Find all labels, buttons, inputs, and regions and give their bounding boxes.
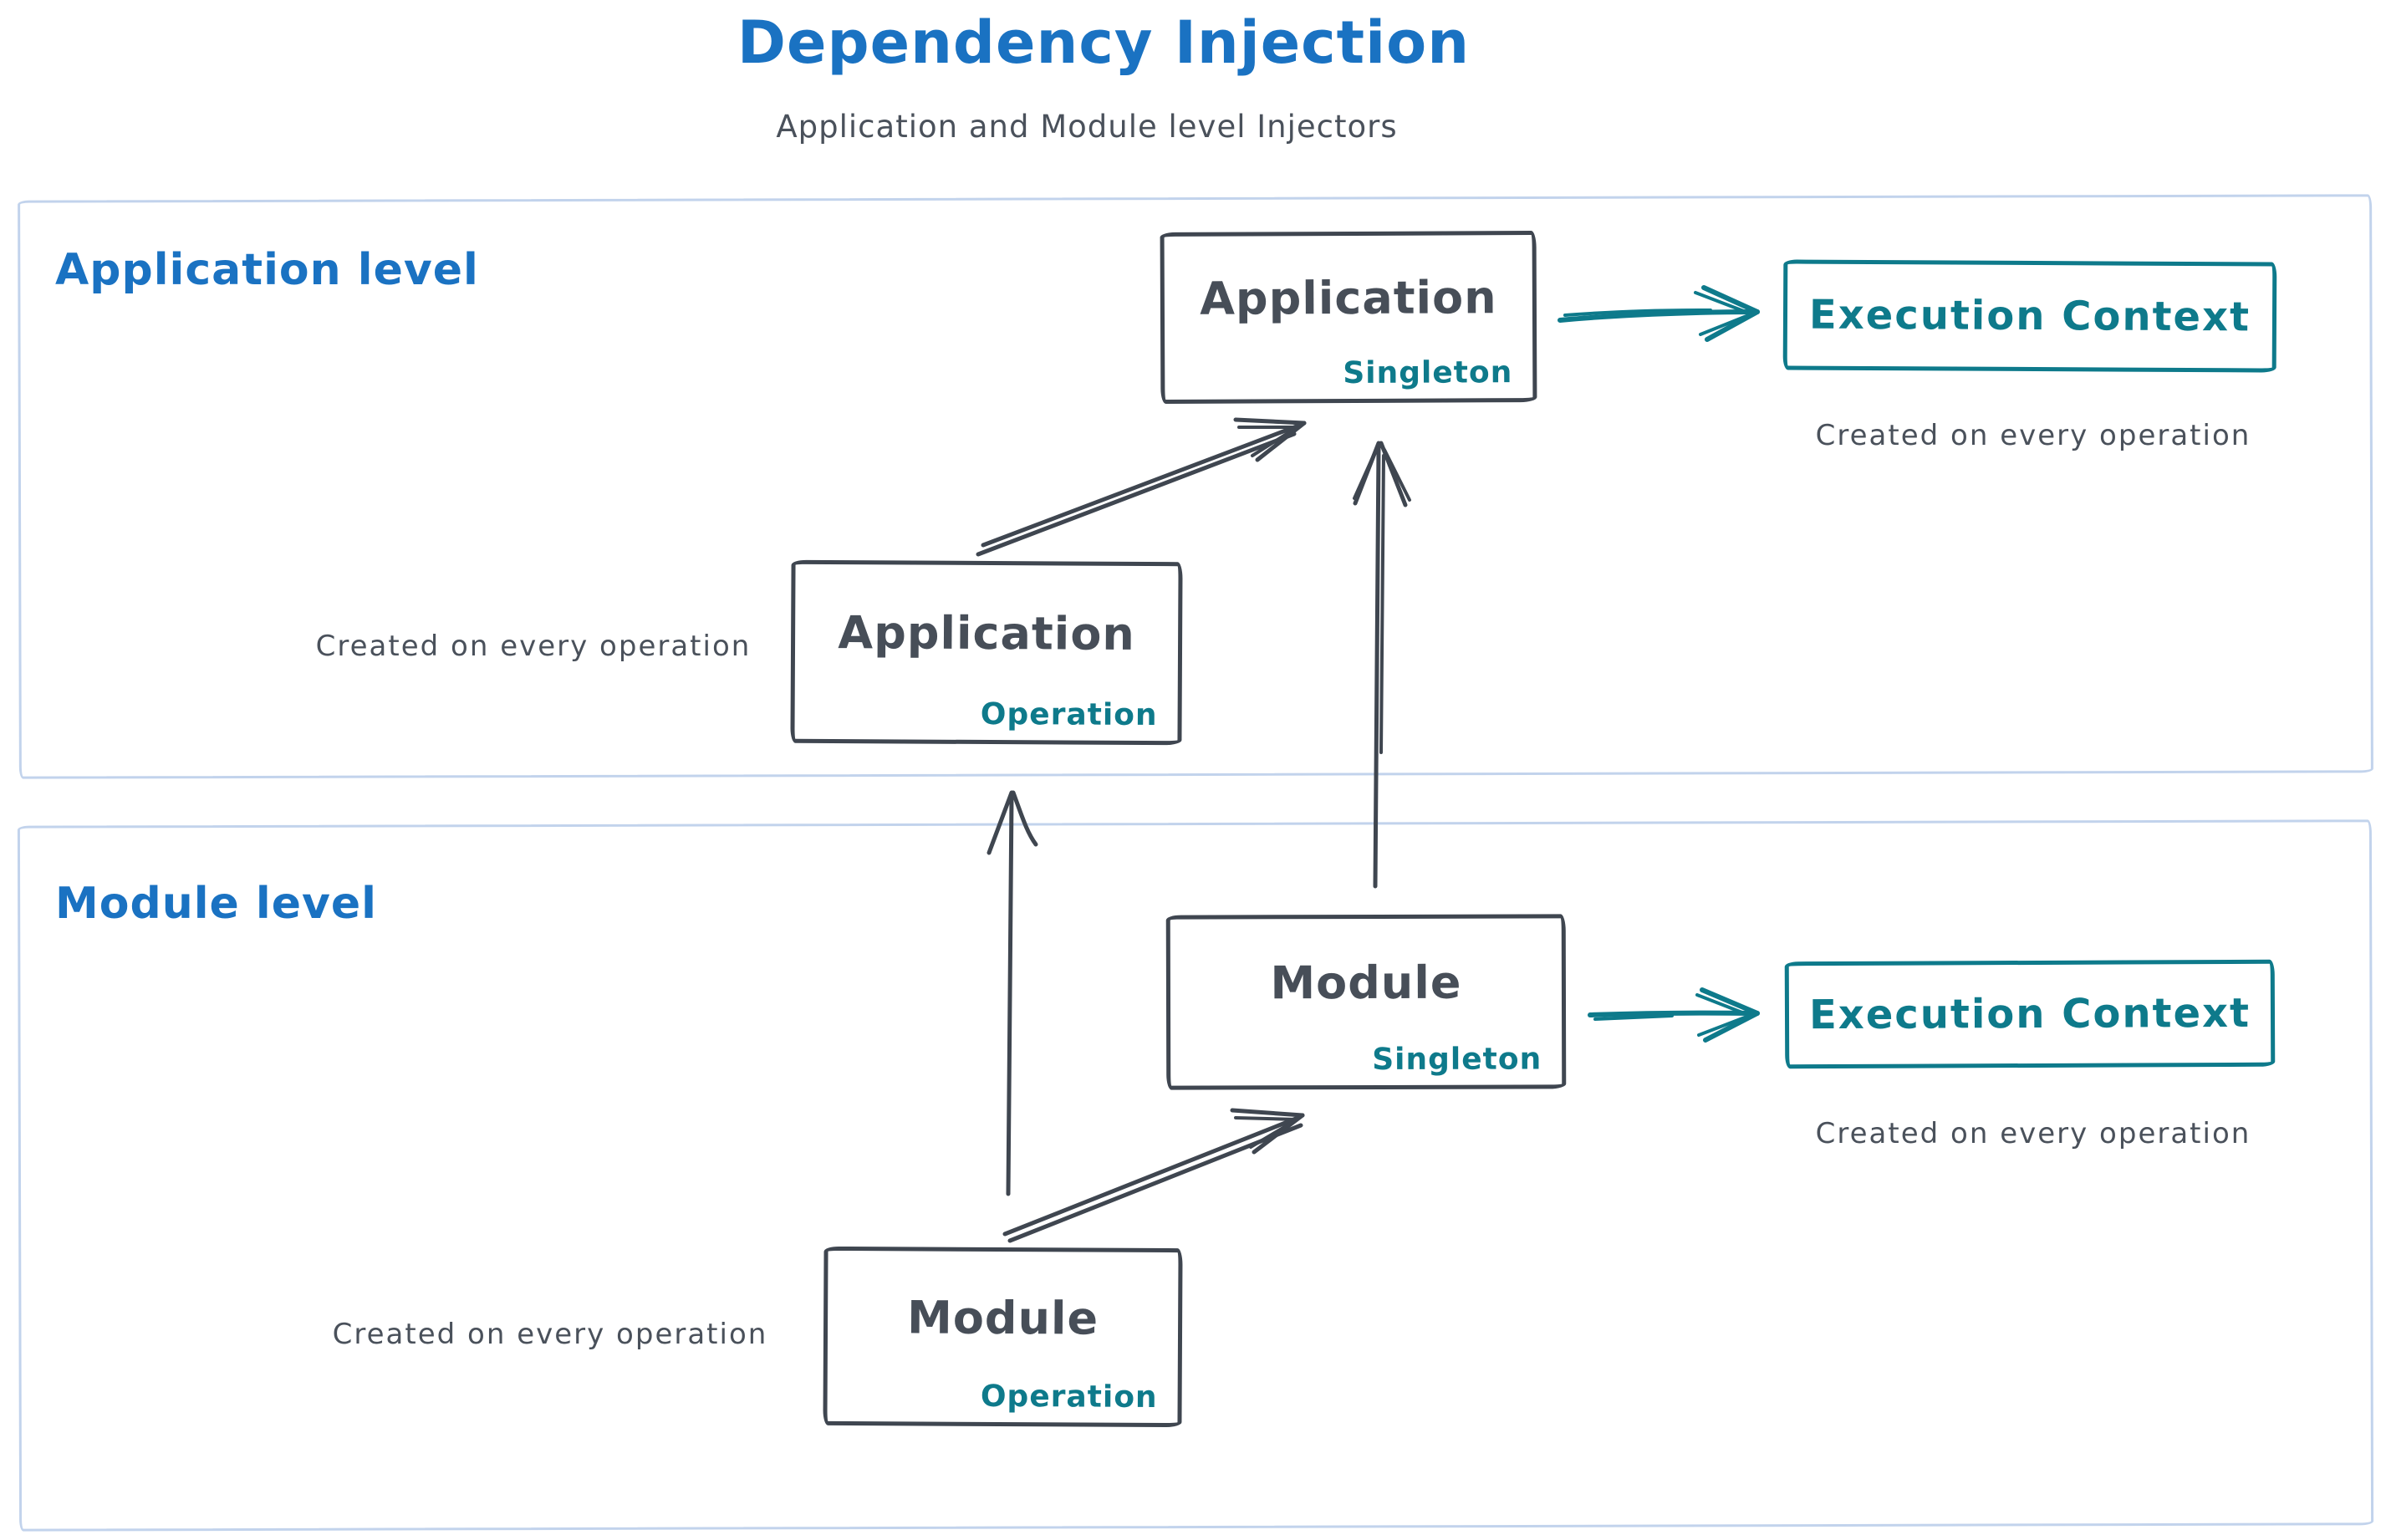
application-execution-context-box: Execution Context (1782, 259, 2277, 373)
application-operation-box: Application Operation (790, 559, 1183, 746)
module-level-label: Module level (55, 879, 377, 929)
application-operation-note: Created on every operation (315, 630, 752, 663)
module-operation-box: Module Operation (823, 1246, 1183, 1428)
application-execution-context-label: Execution Context (1808, 291, 2251, 341)
module-singleton-box: Module Singleton (1165, 914, 1567, 1090)
application-execution-note: Created on every operation (1815, 419, 2251, 452)
module-execution-context-label: Execution Context (1808, 989, 2251, 1039)
page-title: Dependency Injection (737, 8, 1471, 77)
module-execution-note: Created on every operation (1815, 1117, 2251, 1150)
application-operation-label: Application (838, 606, 1136, 660)
application-operation-scope: Operation (980, 696, 1158, 733)
module-operation-scope: Operation (980, 1379, 1158, 1415)
module-execution-context-box: Execution Context (1784, 959, 2276, 1069)
module-operation-label: Module (906, 1290, 1099, 1345)
application-singleton-scope: Singleton (1343, 355, 1513, 391)
application-singleton-box: Application Singleton (1160, 231, 1537, 404)
application-singleton-label: Application (1200, 271, 1497, 325)
module-singleton-scope: Singleton (1372, 1042, 1542, 1077)
page-subtitle: Application and Module level Injectors (776, 109, 1398, 145)
application-level-label: Application level (55, 245, 479, 295)
module-operation-note: Created on every operation (332, 1318, 768, 1351)
module-singleton-label: Module (1270, 956, 1462, 1010)
